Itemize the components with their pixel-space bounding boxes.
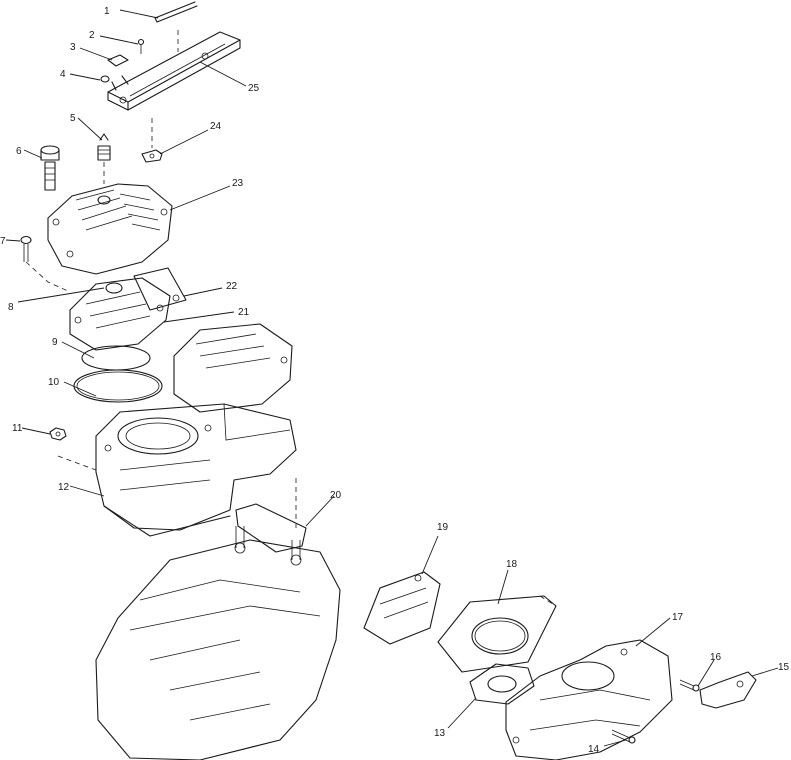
part-decal [107,54,129,67]
part-exhaust-housing [505,639,673,760]
part-rail-bracket [107,31,241,111]
part-o-ring-large [73,369,163,403]
callout-1: 1 [104,6,110,17]
leader-lines [5,9,779,747]
callout-9: 9 [52,337,58,348]
callout-21: 21 [238,307,250,318]
callout-23: 23 [232,178,244,189]
callout-18: 18 [506,559,518,570]
callout-14: 14 [588,744,600,755]
callout-7: 7 [0,236,6,247]
part-adapter-flange [469,663,535,705]
part-o-ring-small [81,345,151,371]
part-washer [100,75,110,83]
part-small-screw [137,38,145,54]
part-bolt-lower [611,729,636,744]
part-head-gasket [133,267,187,311]
callout-24: 24 [210,121,222,132]
alignment-lines [25,30,557,607]
part-clip [141,149,163,163]
part-rod [154,1,198,23]
part-bolt-left [20,235,32,262]
callout-19: 19 [437,522,449,533]
part-head-cover [47,183,173,275]
callout-6: 6 [16,146,22,157]
part-bolt-right [679,679,700,692]
part-crankcase [95,526,341,760]
callout-16: 16 [710,652,722,663]
part-spark-plug [40,145,60,191]
part-rear-cylinder-head [173,323,293,413]
callout-labels: 1 2 3 4 5 6 7 8 9 10 11 12 13 14 15 16 1… [0,6,790,755]
callout-22: 22 [226,281,238,292]
callout-13: 13 [434,728,446,739]
callout-5: 5 [70,113,76,124]
part-intake-gasket [437,595,557,673]
callout-15: 15 [778,662,790,673]
part-side-bracket [699,671,757,709]
part-cylinder-head [69,277,171,351]
part-sensor [97,133,111,161]
callout-10: 10 [48,377,60,388]
callout-11: 11 [12,423,23,434]
callout-3: 3 [70,42,76,53]
callout-2: 2 [89,30,95,41]
callout-12: 12 [58,482,70,493]
part-base-gasket [235,478,307,553]
part-cylinder-block [95,403,297,537]
callout-17: 17 [672,612,684,623]
callout-20: 20 [330,490,342,501]
part-reed-valve [363,571,441,645]
callout-8: 8 [8,302,14,313]
callout-4: 4 [60,69,66,80]
callout-25: 25 [248,83,260,94]
part-nut [49,427,67,441]
